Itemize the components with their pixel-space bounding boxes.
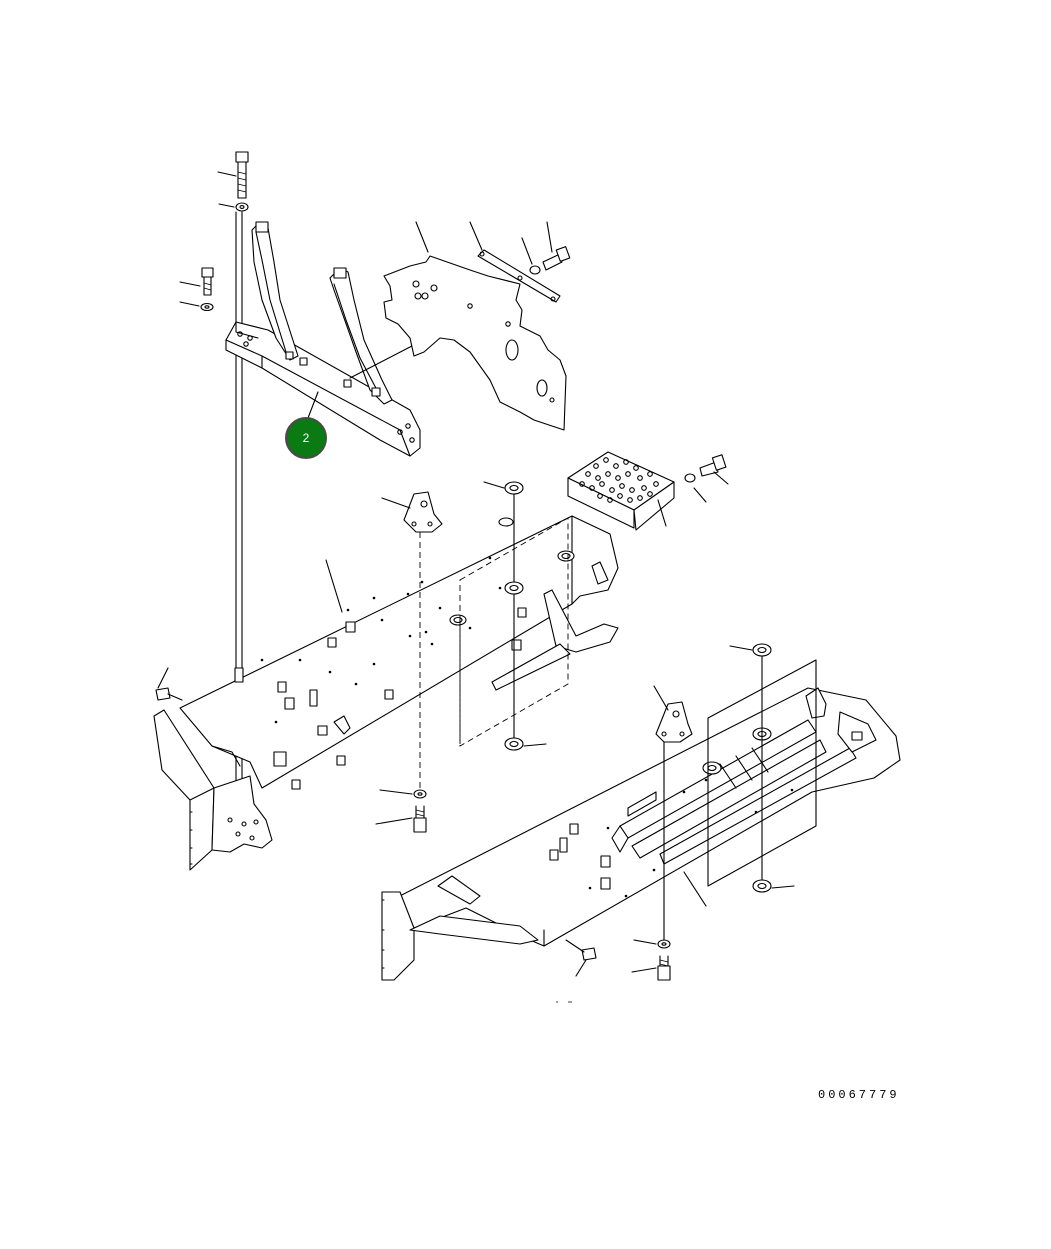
middle-mount-bracket [381, 491, 443, 790]
middle-right-stack [459, 481, 569, 751]
middle-left-bolt [155, 667, 183, 701]
cover-bar [469, 221, 561, 303]
cover-bolts [521, 221, 571, 275]
step-bolt [684, 454, 729, 503]
lower-right-stack [707, 643, 817, 893]
lower-frame [381, 687, 901, 981]
step-plate-holes [579, 457, 659, 503]
middle-frame [153, 515, 619, 871]
lower-bottom-bolt [631, 939, 671, 981]
middle-bottom-bolt [375, 789, 427, 833]
part-callout-2[interactable]: 2 [285, 417, 327, 459]
lower-frame-rails [611, 719, 857, 865]
step-plate [567, 451, 675, 531]
cover-plate [383, 221, 567, 431]
upper-bracket-frame [225, 221, 471, 457]
small-bolt-left [179, 267, 214, 312]
top-washer [218, 202, 249, 212]
top-bolt [217, 151, 249, 199]
lower-left-bolt [565, 939, 597, 977]
drawing-number: 00067779 [818, 1088, 900, 1102]
lower-mount-bracket [653, 685, 693, 941]
